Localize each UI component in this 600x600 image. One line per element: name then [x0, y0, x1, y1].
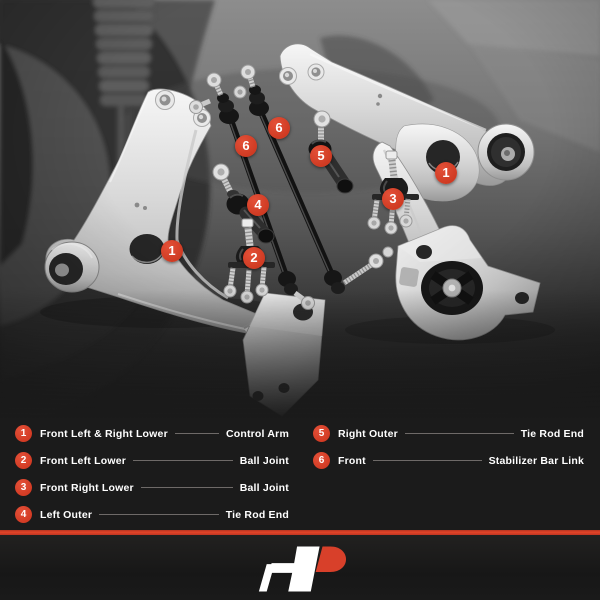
callout-badge-4: 4 — [247, 194, 269, 216]
legend-right-column: 5 Right Outer Tie Rod End 6 Front Stabil… — [313, 420, 584, 474]
legend-number-6: 6 — [313, 452, 330, 469]
legend-number-3: 3 — [15, 479, 32, 496]
red-divider-bar — [0, 530, 600, 535]
legend-row-1: 1 Front Left & Right Lower Control Arm — [15, 420, 289, 447]
legend-label: Right Outer — [338, 427, 398, 440]
product-figure: 1 1 2 3 4 5 6 6 — [0, 0, 600, 420]
legend-label: Front Left Lower — [40, 454, 127, 467]
legend-part-name: Tie Rod End — [225, 508, 289, 521]
legend-label: Front — [338, 454, 366, 467]
parts-illustration — [0, 0, 600, 420]
brand-logo — [253, 544, 347, 599]
legend-number-4: 4 — [15, 506, 32, 523]
legend-number-1: 1 — [15, 425, 32, 442]
legend-label: Left Outer — [40, 508, 93, 521]
logo-letter-a — [268, 546, 320, 592]
legend-part-name: Control Arm — [225, 427, 289, 440]
legend-leader-line — [372, 460, 482, 461]
logo-letter-p — [315, 546, 347, 572]
legend-number-5: 5 — [313, 425, 330, 442]
callout-badge-6b: 6 — [268, 117, 290, 139]
legend-part-name: Stabilizer Bar Link — [488, 454, 584, 467]
legend-row-2: 2 Front Left Lower Ball Joint — [15, 447, 289, 474]
legend-leader-line — [133, 460, 233, 461]
legend-leader-line — [174, 433, 219, 434]
legend-number-2: 2 — [15, 452, 32, 469]
legend-leader-line — [99, 514, 219, 515]
callout-badge-1: 1 — [161, 240, 183, 262]
ap-logo-icon — [258, 546, 347, 592]
callout-badge-2: 2 — [243, 247, 265, 269]
legend-row-3: 3 Front Right Lower Ball Joint — [15, 474, 289, 501]
legend-label: Front Left & Right Lower — [40, 427, 168, 440]
legend-label: Front Right Lower — [40, 481, 134, 494]
callout-badge-6: 6 — [235, 135, 257, 157]
legend-part-name: Tie Rod End — [520, 427, 584, 440]
legend-part-name: Ball Joint — [239, 481, 289, 494]
legend-left-column: 1 Front Left & Right Lower Control Arm 2… — [15, 420, 289, 528]
legend-row-6: 6 Front Stabilizer Bar Link — [313, 447, 584, 474]
callout-badge-5: 5 — [310, 145, 332, 167]
legend-leader-line — [140, 487, 233, 488]
legend-part-name: Ball Joint — [239, 454, 289, 467]
legend-row-5: 5 Right Outer Tie Rod End — [313, 420, 584, 447]
callout-badge-1b: 1 — [435, 162, 457, 184]
legend-row-4: 4 Left Outer Tie Rod End — [15, 501, 289, 528]
callout-badge-3: 3 — [382, 188, 404, 210]
legend-leader-line — [404, 433, 514, 434]
